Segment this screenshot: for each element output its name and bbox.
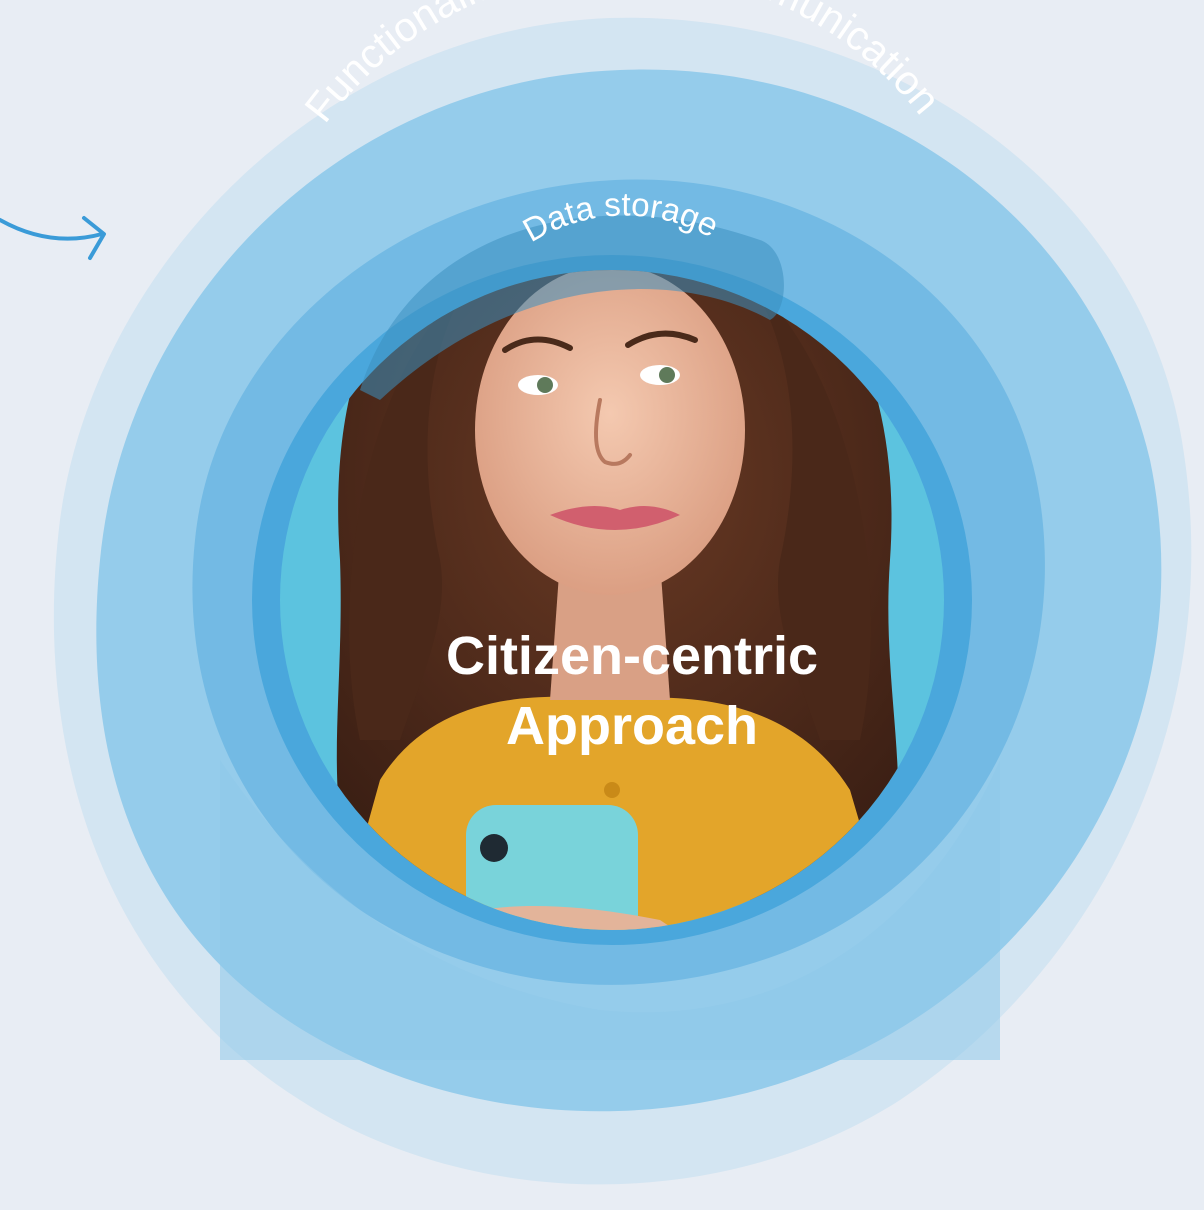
data-storage-band [360, 215, 784, 400]
woman-with-phone-portrait [280, 270, 944, 930]
center-label-line1: Citizen-centric [446, 626, 818, 686]
center-label-line2: Approach [506, 696, 758, 756]
curved-arrow-right-icon [0, 216, 106, 260]
lower-overlay [220, 760, 1000, 1060]
